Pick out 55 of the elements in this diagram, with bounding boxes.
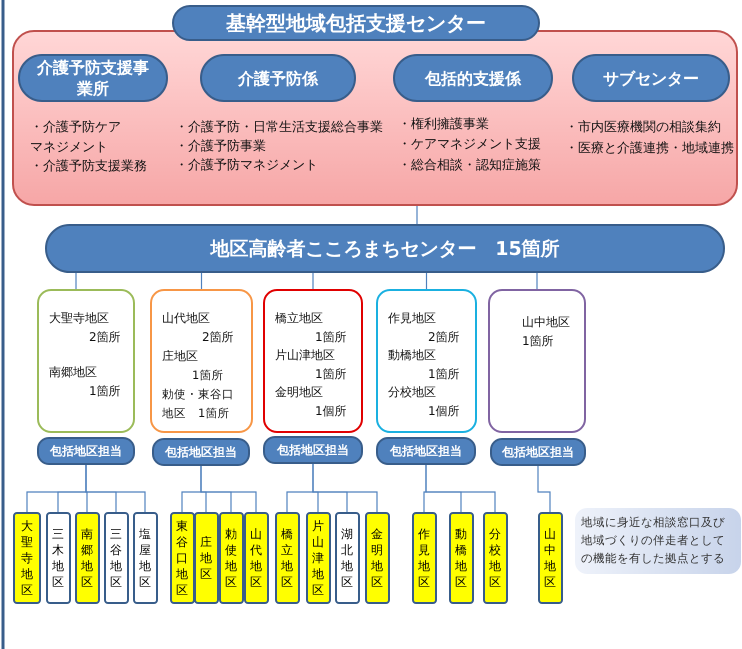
area-box: 大聖寺地区 2箇所 南郷地区 1箇所	[37, 289, 135, 433]
section-pill: サブセンター	[572, 54, 730, 102]
title-pill: 基幹型地域包括支援センター	[172, 5, 540, 41]
bullet-text: ・医療と介護連携・地域連携	[565, 140, 734, 158]
bullet-text: ・介護予防ケアマネジメント	[30, 119, 122, 157]
district-box: 湖北地区	[334, 512, 360, 604]
district-box: 南郷地区	[74, 512, 100, 604]
center-banner: 地区高齢者こころまちセンター 15箇所	[45, 224, 725, 273]
note-box: 地域に身近な相談窓口及び地域づくりの伴走者としての機能を有した拠点とする	[575, 508, 741, 574]
district-box: 山中地区	[538, 512, 562, 604]
connector-line	[75, 273, 77, 289]
connector-line	[416, 206, 418, 224]
tag-pill: 包括地区担当	[376, 437, 476, 465]
bullet-text: ・市内医療機関の相談集約	[565, 119, 721, 137]
connector-line	[425, 465, 496, 512]
area-box: 山中地区 1箇所	[488, 289, 586, 433]
district-box: 作見地区	[412, 512, 436, 604]
district-box: 勅使地区	[218, 512, 244, 604]
connector-line	[200, 273, 202, 289]
section-pill: 介護予防係	[200, 54, 356, 102]
connector-line	[537, 466, 551, 512]
area-box: 橋立地区 1箇所 片山津地区 1箇所 金明地区 1個所	[263, 289, 363, 433]
district-box: 大聖寺地区	[13, 512, 41, 604]
section-pill: 包括的支援係	[393, 54, 553, 102]
section-pill: 介護予防支援事業所	[18, 54, 168, 102]
area-box: 山代地区 2箇所 庄地区 1箇所 勅使・東谷口地区 1箇所	[150, 289, 253, 433]
district-box: 山代地区	[244, 512, 268, 604]
connector-line	[536, 273, 538, 289]
connector-line	[312, 273, 314, 289]
tag-pill: 包括地区担当	[263, 436, 363, 464]
connector-line	[312, 464, 378, 512]
bullet-text: ・権利擁護事業	[398, 116, 489, 134]
tag-pill: 包括地区担当	[37, 437, 135, 465]
connector-line	[426, 273, 428, 289]
bullet-text: ・介護予防支援業務	[30, 158, 147, 176]
bullet-text: ・総合相談・認知症施策	[398, 157, 541, 175]
district-box: 東谷口地区	[170, 512, 194, 604]
tag-pill: 包括地区担当	[490, 438, 586, 466]
district-box: 庄地区	[194, 512, 218, 604]
bullet-text: ・ケアマネジメント支援	[398, 136, 541, 154]
bullet-text: ・介護予防事業	[175, 138, 266, 156]
bullet-text: ・介護予防・日常生活支援総合事業	[175, 119, 383, 137]
district-box: 分校地区	[482, 512, 508, 604]
tag-pill: 包括地区担当	[152, 438, 250, 466]
district-box: 動橋地区	[448, 512, 474, 604]
district-box: 三谷地区	[104, 512, 128, 604]
district-box: 橋立地区	[274, 512, 300, 604]
district-box: 金明地区	[364, 512, 390, 604]
district-box: 三木地区	[46, 512, 70, 604]
connector-line	[200, 466, 257, 512]
area-box: 作見地区 2箇所 動橋地区 1箇所 分校地区 1個所	[376, 289, 477, 433]
district-box: 片山津地区	[306, 512, 330, 604]
connector-line	[85, 465, 146, 512]
district-box: 塩屋地区	[132, 512, 158, 604]
bullet-text: ・介護予防マネジメント	[175, 157, 318, 175]
